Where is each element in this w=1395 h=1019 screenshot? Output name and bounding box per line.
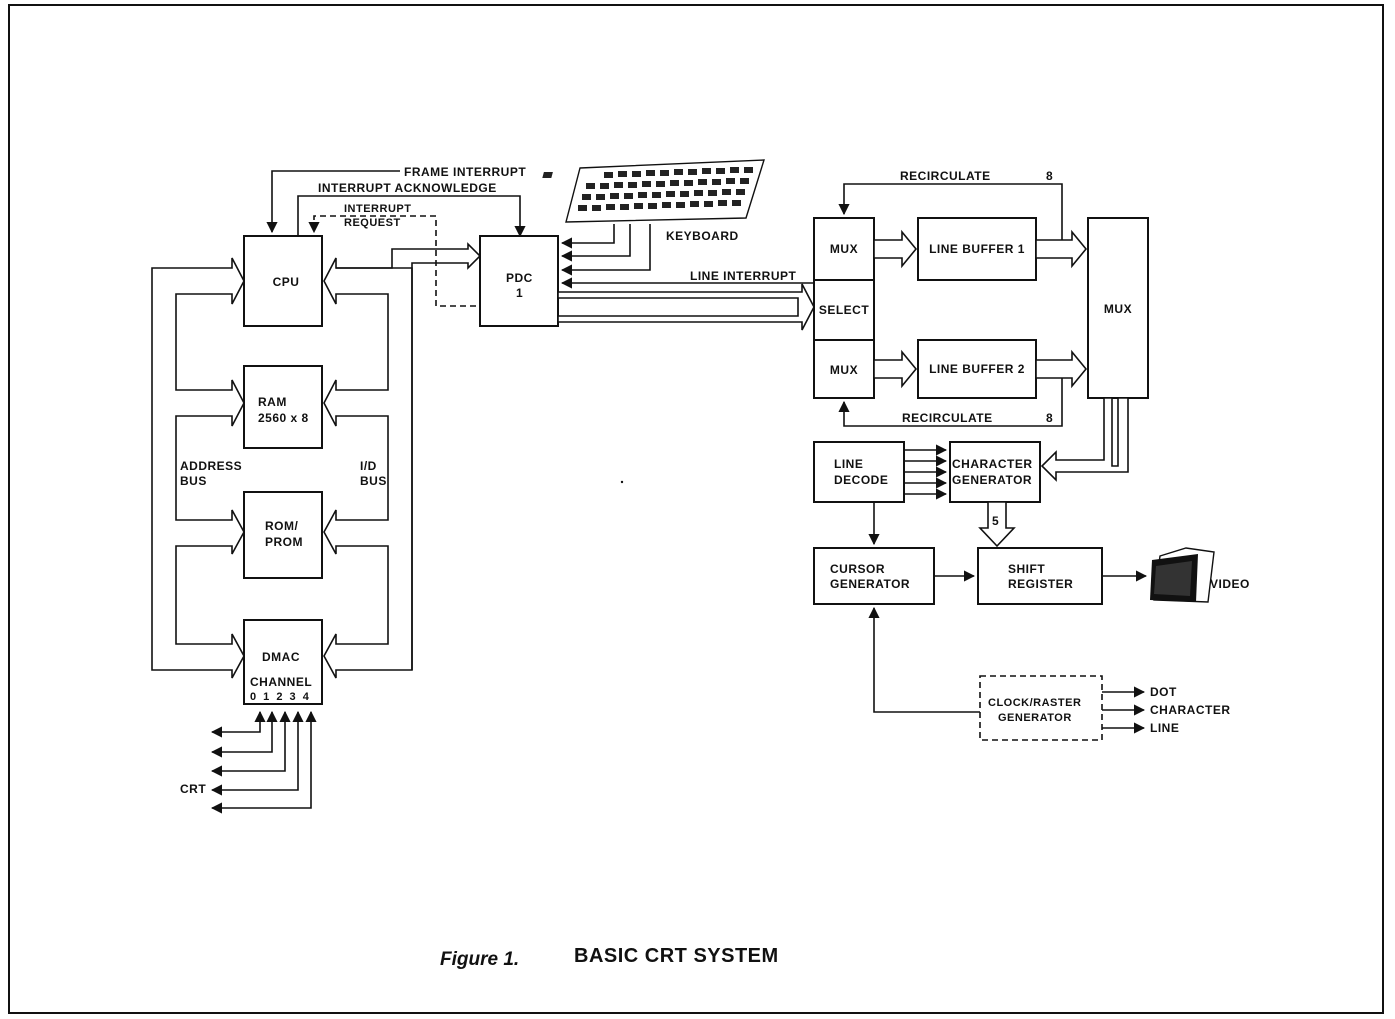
line-decode-label: LINE — [834, 457, 863, 471]
cursor-generator-label-2: GENERATOR — [830, 577, 910, 591]
recirculate-bottom-label: RECIRCULATE — [902, 411, 993, 425]
clock-raster-label-2: GENERATOR — [998, 712, 1072, 724]
crt-monitor-icon — [1150, 548, 1214, 602]
frame-interrupt-label: FRAME INTERRUPT — [404, 165, 526, 179]
dmac-label: DMAC — [262, 650, 300, 664]
shift-register-label-2: REGISTER — [1008, 577, 1073, 591]
shift-register-block — [978, 548, 1102, 604]
ram-label: RAM — [258, 395, 287, 409]
line-buffer-2-label: LINE BUFFER 2 — [929, 362, 1025, 376]
stray-dot — [621, 481, 623, 483]
dmac-channel-numbers: 0 1 2 3 4 — [250, 691, 311, 703]
interrupt-request-label: INTERRUPT — [344, 203, 411, 215]
line-decode-block — [814, 442, 904, 502]
character-generator-block — [950, 442, 1040, 502]
keyboard-label: KEYBOARD — [666, 229, 739, 243]
recirculate-top-width: 8 — [1046, 169, 1053, 183]
character-generator-label: CHARACTER — [952, 457, 1033, 471]
cursor-generator-label: CURSOR — [830, 562, 885, 576]
dmac-channel-label: CHANNEL — [250, 675, 312, 689]
io-bus-label-2: BUS — [360, 474, 387, 488]
cursor-generator-block — [814, 548, 934, 604]
shift-register-label: SHIFT — [1008, 562, 1045, 576]
ram-size-label: 2560 x 8 — [258, 411, 309, 425]
character-label: CHARACTER — [1150, 703, 1231, 717]
pdc-select-bus — [558, 284, 814, 330]
clock-output-lines — [1102, 692, 1144, 728]
mux-right-label: MUX — [1104, 302, 1132, 316]
figure-number: Figure 1. — [440, 949, 519, 970]
address-bus-label: ADDRESS — [180, 459, 242, 473]
line-decode-label-2: DECODE — [834, 473, 888, 487]
io-bus-label: I/D — [360, 459, 377, 473]
recirculate-bottom-width: 8 — [1046, 411, 1053, 425]
line-label: LINE — [1150, 721, 1179, 735]
select-label: SELECT — [819, 303, 870, 317]
figure-title: BASIC CRT SYSTEM — [574, 945, 779, 967]
pdc-number: 1 — [516, 286, 523, 300]
char-bus-width-label: 5 — [992, 514, 999, 528]
decode-to-chargen-lines — [904, 450, 946, 494]
prom-label: PROM — [265, 535, 303, 549]
line-interrupt-label: LINE INTERRUPT — [690, 269, 797, 283]
character-generator-label-2: GENERATOR — [952, 473, 1032, 487]
clock-cursor-line — [874, 608, 980, 712]
crt-label: CRT — [180, 782, 206, 796]
address-bus-label-2: BUS — [180, 474, 207, 488]
cpu-label: CPU — [273, 275, 300, 289]
video-label: VIDEO — [1210, 577, 1250, 591]
mux-chargen-bus — [1042, 398, 1128, 480]
pdc-label: PDC — [506, 271, 533, 285]
line-buffer-1-label: LINE BUFFER 1 — [929, 242, 1025, 256]
clock-raster-label: CLOCK/RASTER — [988, 697, 1081, 709]
interrupt-ack-label: INTERRUPT ACKNOWLEDGE — [318, 181, 497, 195]
interrupt-request-label-2: REQUEST — [344, 217, 401, 229]
mux-bottom-label: MUX — [830, 363, 858, 377]
dot-label: DOT — [1150, 685, 1177, 699]
recirculate-top-label: RECIRCULATE — [900, 169, 991, 183]
keyboard-icon — [542, 160, 764, 222]
mux-top-label: MUX — [830, 242, 858, 256]
rom-label: ROM/ — [265, 519, 298, 533]
keyboard-lines — [562, 224, 650, 270]
dmac-channel-lines — [212, 712, 311, 808]
